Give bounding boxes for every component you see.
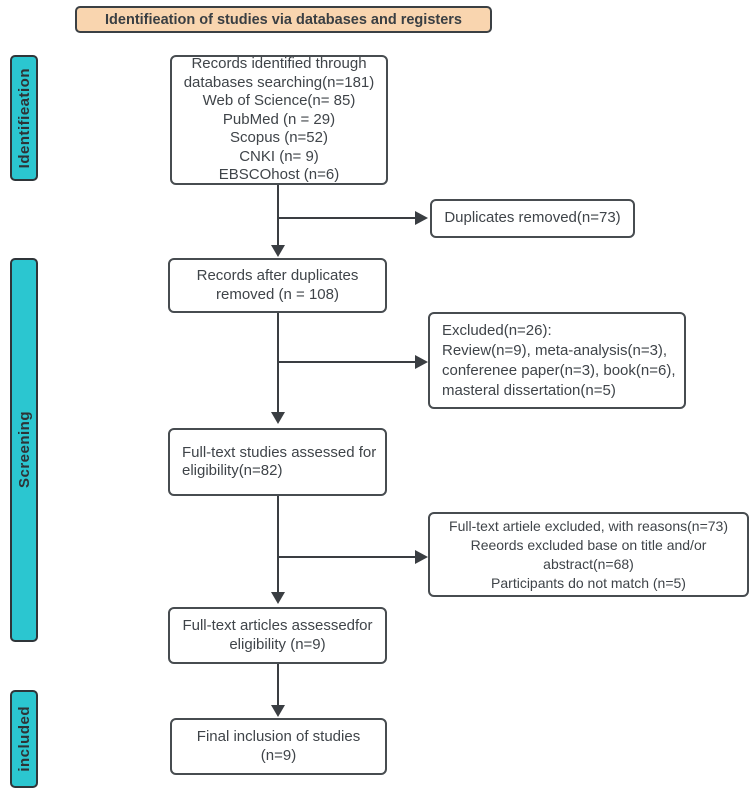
box-excluded: Excluded(n=26): Review(n=9), meta-analys…	[428, 312, 686, 409]
box-line: CNKI (n= 9)	[239, 147, 319, 165]
box-line: masteral dissertation(n=5)	[442, 381, 616, 399]
arrowhead-right-icon	[415, 550, 428, 564]
stage-bar-included-label: included	[15, 706, 33, 772]
connector-line	[278, 361, 416, 363]
connector-line	[277, 313, 279, 413]
stage-bar-screening: Screening	[10, 258, 38, 642]
arrowhead-down-icon	[271, 592, 285, 604]
box-line: Full-text articles assessedfor	[182, 617, 373, 634]
connector-line	[278, 556, 416, 558]
box-line: removed (n = 108)	[216, 285, 339, 303]
box-line: PubMed (n = 29)	[222, 110, 336, 128]
box-final-inclusion: Final inclusion of studies (n=9)	[170, 718, 387, 775]
box-line: Records after duplicates	[196, 267, 359, 284]
box-fulltext-excluded: Full-text artiele excluded, with reasons…	[428, 512, 749, 597]
stage-bar-screening-label: Screening	[15, 411, 33, 489]
box-line: EBSCOhost (n=6)	[218, 166, 340, 184]
title-banner: Identifieation of studies via databases …	[75, 6, 492, 33]
box-line: Records identified through	[191, 55, 367, 73]
arrowhead-right-icon	[415, 211, 428, 225]
box-line: eligibility(n=82)	[182, 462, 283, 479]
box-line: (n=9)	[260, 746, 297, 764]
box-line: conferenee paper(n=3), book(n=6),	[442, 361, 676, 379]
box-line: Review(n=9), meta-analysis(n=3),	[442, 341, 668, 359]
stage-bar-included: included	[10, 690, 38, 788]
box-line: Final inclusion of studies	[196, 728, 361, 745]
box-records-after-duplicates: Records after duplicates removed (n = 10…	[168, 258, 387, 313]
stage-bar-identification-label: Identifieation	[15, 67, 33, 169]
connector-line	[277, 185, 279, 246]
box-fulltext-assessed: Full-text studies assessed for eligibili…	[168, 428, 387, 496]
arrowhead-down-icon	[271, 412, 285, 424]
box-line: Participants do not match (n=5)	[491, 574, 686, 591]
connector-line	[277, 496, 279, 593]
title-banner-label: Identifieation of studies via databases …	[105, 11, 462, 28]
box-line: Full-text studies assessed for	[182, 443, 377, 461]
box-line: databases searching(n=181)	[183, 73, 375, 91]
box-line: eligibility (n=9)	[229, 635, 326, 653]
stage-bar-identification: Identifieation	[10, 55, 38, 181]
connector-line	[278, 217, 416, 219]
box-records-identified: Records identified through databases sea…	[170, 55, 388, 185]
box-line: Scopus (n=52)	[230, 129, 328, 147]
box-line: Excluded(n=26):	[442, 321, 552, 339]
arrowhead-down-icon	[271, 245, 285, 257]
box-duplicates-removed: Duplicates removed(n=73)	[430, 199, 635, 238]
box-line: Web of Science(n= 85)	[202, 92, 356, 110]
box-line: Reeords excluded base on title and/or	[470, 536, 707, 553]
box-line: Full-text artiele excluded, with reasons…	[449, 517, 728, 534]
box-line: Duplicates removed(n=73)	[444, 209, 621, 227]
connector-line	[277, 664, 279, 706]
arrowhead-down-icon	[271, 705, 285, 717]
box-fulltext-assessed-final: Full-text articles assessedfor eligibili…	[168, 607, 387, 664]
box-line: abstract(n=68)	[543, 555, 634, 572]
arrowhead-right-icon	[415, 355, 428, 369]
